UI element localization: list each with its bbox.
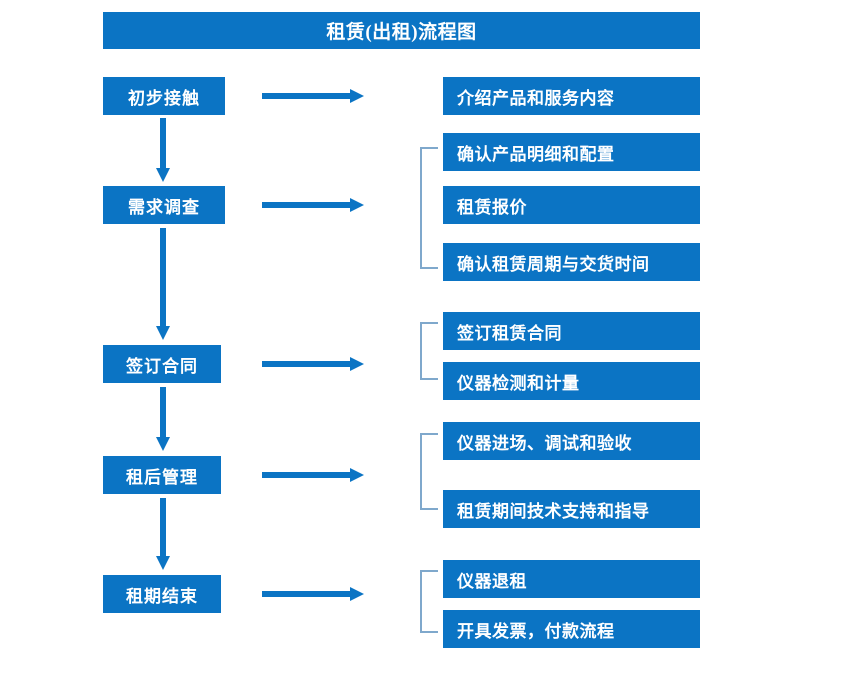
vertical-arrow-icon-4 bbox=[156, 498, 170, 570]
vertical-arrow-icon-2 bbox=[156, 228, 170, 340]
stage-box-post-rental-management[interactable]: 租后管理 bbox=[103, 456, 221, 494]
group-bracket-sign-contract bbox=[420, 322, 438, 380]
detail-box-confirm-product-spec[interactable]: 确认产品明细和配置 bbox=[443, 133, 700, 171]
detail-box-confirm-period-delivery[interactable]: 确认租赁周期与交货时间 bbox=[443, 243, 700, 281]
horizontal-arrow-icon-5 bbox=[262, 587, 364, 601]
detail-box-sign-rental-contract[interactable]: 签订租赁合同 bbox=[443, 312, 700, 350]
stage-box-requirement-survey[interactable]: 需求调查 bbox=[103, 186, 225, 224]
detail-box-invoice-payment[interactable]: 开具发票，付款流程 bbox=[443, 610, 700, 648]
detail-box-instrument-inspection[interactable]: 仪器检测和计量 bbox=[443, 362, 700, 400]
detail-box-instrument-return[interactable]: 仪器退租 bbox=[443, 560, 700, 598]
group-bracket-post-rental-management bbox=[420, 433, 438, 510]
group-bracket-rental-period-end bbox=[420, 570, 438, 633]
horizontal-arrow-icon-1 bbox=[262, 89, 364, 103]
detail-box-rental-quotation[interactable]: 租赁报价 bbox=[443, 186, 700, 224]
group-bracket-requirement-survey bbox=[420, 147, 438, 269]
page-title: 租赁(出租)流程图 bbox=[103, 12, 700, 49]
horizontal-arrow-icon-3 bbox=[262, 357, 364, 371]
stage-box-initial-contact[interactable]: 初步接触 bbox=[103, 77, 225, 115]
vertical-arrow-icon-1 bbox=[156, 118, 170, 182]
detail-box-instrument-entry-commission[interactable]: 仪器进场、调试和验收 bbox=[443, 422, 700, 460]
detail-box-technical-support[interactable]: 租赁期间技术支持和指导 bbox=[443, 490, 700, 528]
stage-box-rental-period-end[interactable]: 租期结束 bbox=[103, 575, 221, 613]
vertical-arrow-icon-3 bbox=[156, 387, 170, 451]
horizontal-arrow-icon-2 bbox=[262, 198, 364, 212]
horizontal-arrow-icon-4 bbox=[262, 468, 364, 482]
stage-box-sign-contract[interactable]: 签订合同 bbox=[103, 345, 221, 383]
detail-box-introduce-products[interactable]: 介绍产品和服务内容 bbox=[443, 77, 700, 115]
